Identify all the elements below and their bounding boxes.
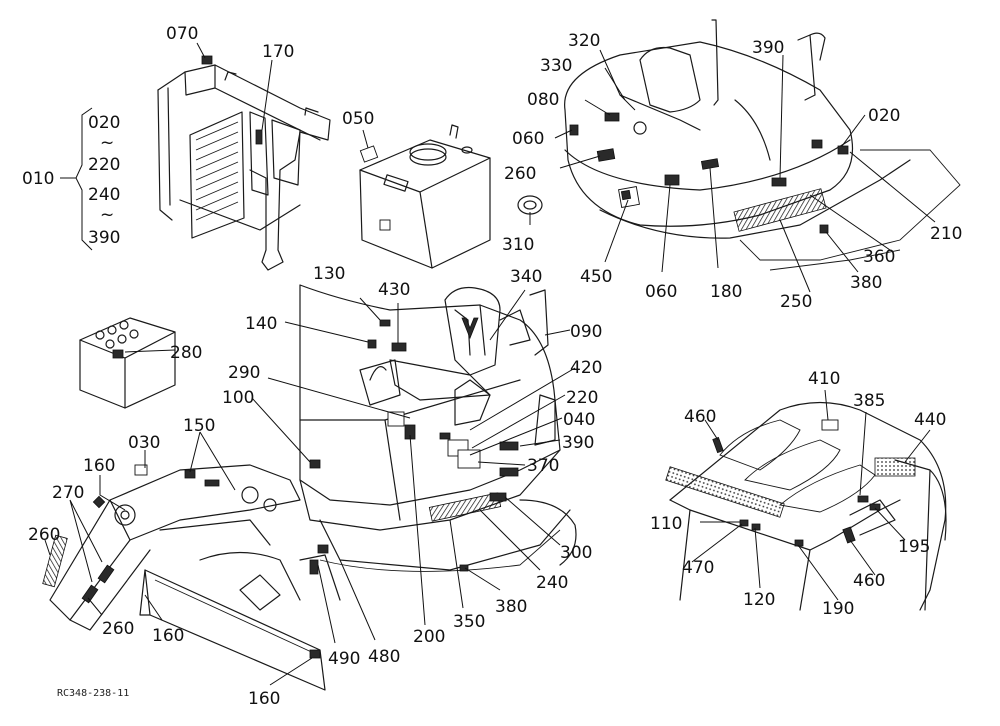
callout-label: 260: [28, 525, 60, 545]
callout-label: 430: [378, 280, 410, 300]
callout-label: 330: [540, 56, 572, 76]
callout-label: 160: [248, 689, 280, 709]
callout-label: 170: [262, 42, 294, 62]
callout-label: 195: [898, 537, 930, 557]
battery: [79, 317, 176, 409]
callout-label: 240: [536, 573, 568, 593]
callout-label: 070: [166, 24, 198, 44]
callout-label: 240: [88, 185, 120, 205]
callout-label: 060: [512, 129, 544, 149]
callout-label: 340: [510, 267, 542, 287]
callout-label: 090: [570, 322, 602, 342]
callout-label: 350: [453, 612, 485, 632]
callout-label: 220: [566, 388, 598, 408]
callout-label: 470: [682, 558, 714, 578]
callout-label: 200: [413, 627, 445, 647]
callout-label: 190: [822, 599, 854, 619]
callout-label: 310: [502, 235, 534, 255]
callout-label: 260: [102, 619, 134, 639]
callout-label: 130: [313, 264, 345, 284]
callout-label: ~: [100, 205, 114, 225]
callout-label: 160: [152, 626, 184, 646]
callout-label: 450: [580, 267, 612, 287]
callout-label: 030: [128, 433, 160, 453]
callout-label: 410: [808, 369, 840, 389]
callout-label: ~: [100, 133, 114, 153]
callout-label: 390: [562, 433, 594, 453]
callout-label: 020: [88, 113, 120, 133]
callout-label: 140: [245, 314, 277, 334]
boom-arm-blade: [42, 464, 341, 691]
callout-label: 480: [368, 647, 400, 667]
leader-lines: [44, 42, 936, 686]
excavator-main-body: [299, 284, 577, 572]
callout-label: 150: [183, 416, 215, 436]
callout-label: 290: [228, 363, 260, 383]
callout-label: 120: [743, 590, 775, 610]
callout-label: 270: [52, 483, 84, 503]
callout-label: 250: [780, 292, 812, 312]
callout-label: 100: [222, 388, 254, 408]
callout-label: 380: [850, 273, 882, 293]
radiator-frame-assembly: [157, 55, 331, 271]
callout-label: 320: [568, 31, 600, 51]
callout-label: 050: [342, 109, 374, 129]
callout-label: 460: [684, 407, 716, 427]
drawing-code: RC348-238-11: [57, 688, 129, 699]
callout-label: 080: [527, 90, 559, 110]
callout-label: 040: [563, 410, 595, 430]
canopy-roof: [665, 401, 947, 611]
callout-label: 460: [853, 571, 885, 591]
callout-label: 260: [504, 164, 536, 184]
callout-label: 220: [88, 155, 120, 175]
callout-label: 440: [914, 410, 946, 430]
callout-label: 370: [527, 456, 559, 476]
callout-label: 110: [650, 514, 682, 534]
upper-body-view: [517, 19, 961, 271]
callout-label: 490: [328, 649, 360, 669]
callout-label: 060: [645, 282, 677, 302]
callout-label: 300: [560, 543, 592, 563]
callout-label: 180: [710, 282, 742, 302]
callout-label: 160: [83, 456, 115, 476]
callout-label: 010: [22, 169, 54, 189]
callout-label: 210: [930, 224, 962, 244]
fuel-tank: [359, 124, 491, 269]
callout-label: 360: [863, 247, 895, 267]
callout-label: 280: [170, 343, 202, 363]
callout-label: 020: [868, 106, 900, 126]
callout-labels: 070 170 020 ~ 220 010 240 ~ 390 050 320 …: [22, 24, 962, 709]
callout-label: 420: [570, 358, 602, 378]
callout-label: 380: [495, 597, 527, 617]
callout-label: 390: [88, 228, 120, 248]
callout-label: 390: [752, 38, 784, 58]
callout-label: 385: [853, 391, 885, 411]
